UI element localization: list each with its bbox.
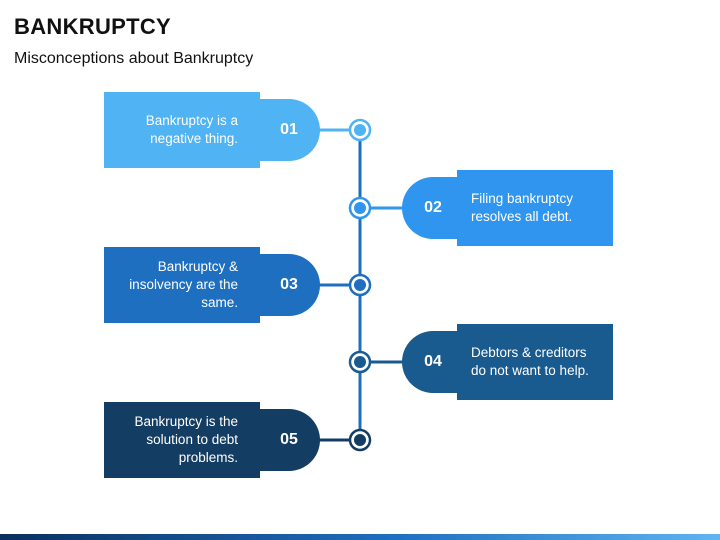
number-label-05: 05 (280, 431, 298, 448)
timeline-node-core-04 (354, 356, 366, 368)
timeline-node-core-03 (354, 279, 366, 291)
page-subtitle: Misconceptions about Bankruptcy (14, 50, 254, 67)
misconception-box-03: Bankruptcy & insolvency are the same. (104, 247, 260, 323)
number-tab-02: 02 (402, 177, 464, 239)
misconception-box-01: Bankruptcy is a negative thing. (104, 92, 260, 168)
number-label-01: 01 (280, 121, 298, 138)
misconception-box-04: Debtors & creditors do not want to help. (457, 324, 613, 400)
misconception-text-05: Bankruptcy is the solution to debt probl… (134, 414, 238, 465)
number-label-03: 03 (280, 276, 298, 293)
bottom-accent-bar (0, 534, 720, 540)
page-title: BANKRUPTCY (14, 14, 171, 39)
number-tab-05: 05 (258, 409, 320, 471)
number-tab-01: 01 (258, 99, 320, 161)
number-tab-03: 03 (258, 254, 320, 316)
timeline-node-core-05 (354, 434, 366, 446)
timeline-node-core-01 (354, 124, 366, 136)
misconception-box-02: Filing bankruptcy resolves all debt. (457, 170, 613, 246)
misconception-text-02: Filing bankruptcy resolves all debt. (471, 191, 574, 224)
misconception-text-04: Debtors & creditors do not want to help. (471, 345, 589, 378)
misconception-text-03: Bankruptcy & insolvency are the same. (129, 259, 238, 310)
misconception-text-01: Bankruptcy is a negative thing. (145, 113, 238, 146)
timeline-node-core-02 (354, 202, 366, 214)
number-label-04: 04 (424, 353, 442, 370)
number-label-02: 02 (424, 199, 442, 216)
misconception-box-05: Bankruptcy is the solution to debt probl… (104, 402, 260, 478)
number-tab-04: 04 (402, 331, 464, 393)
